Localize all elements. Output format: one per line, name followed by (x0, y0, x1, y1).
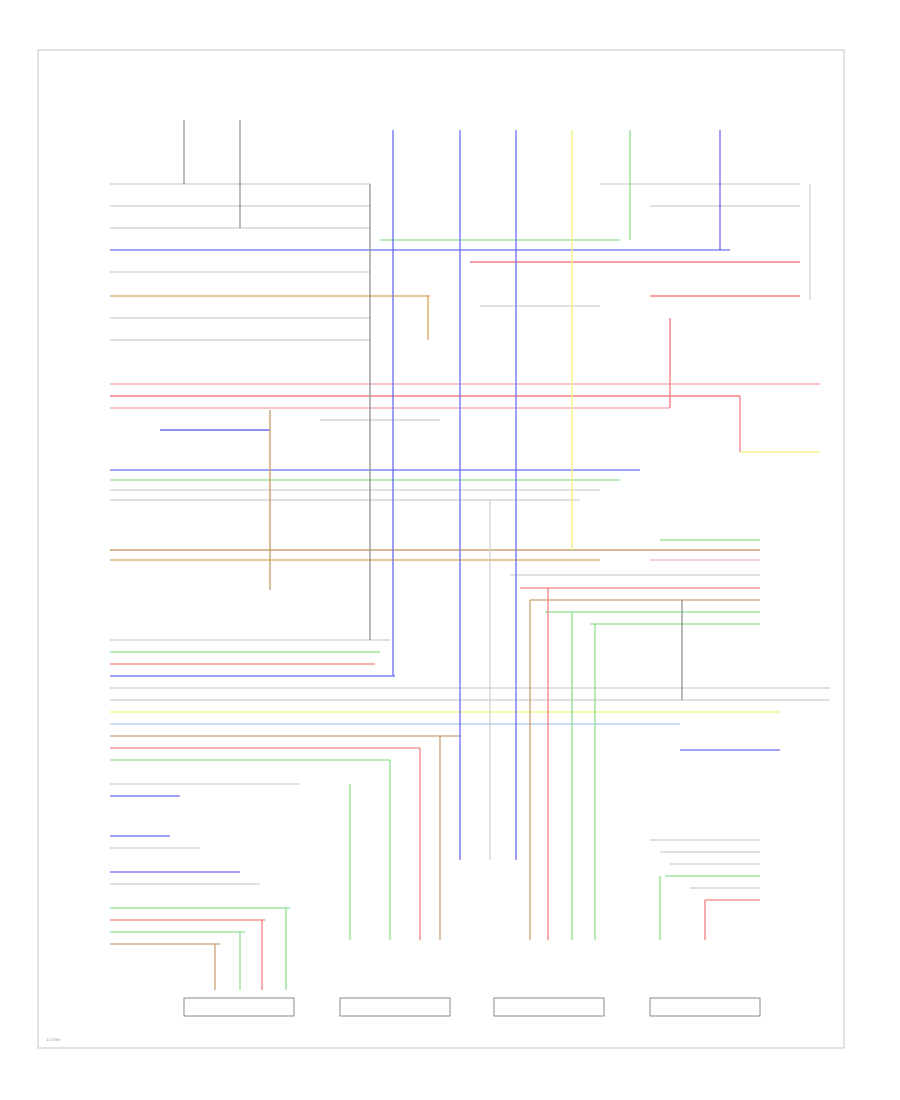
connector-box-1 (183, 997, 295, 1017)
vertical-wires (183, 120, 811, 990)
connector-box-3 (493, 997, 605, 1017)
footer-code: 117090 (46, 1037, 61, 1042)
diagram-frame (37, 49, 845, 1049)
bottom-connectors (183, 997, 761, 1017)
connector-box-4 (649, 997, 761, 1017)
horizontal-wires (110, 183, 830, 945)
connector-box-2 (339, 997, 451, 1017)
